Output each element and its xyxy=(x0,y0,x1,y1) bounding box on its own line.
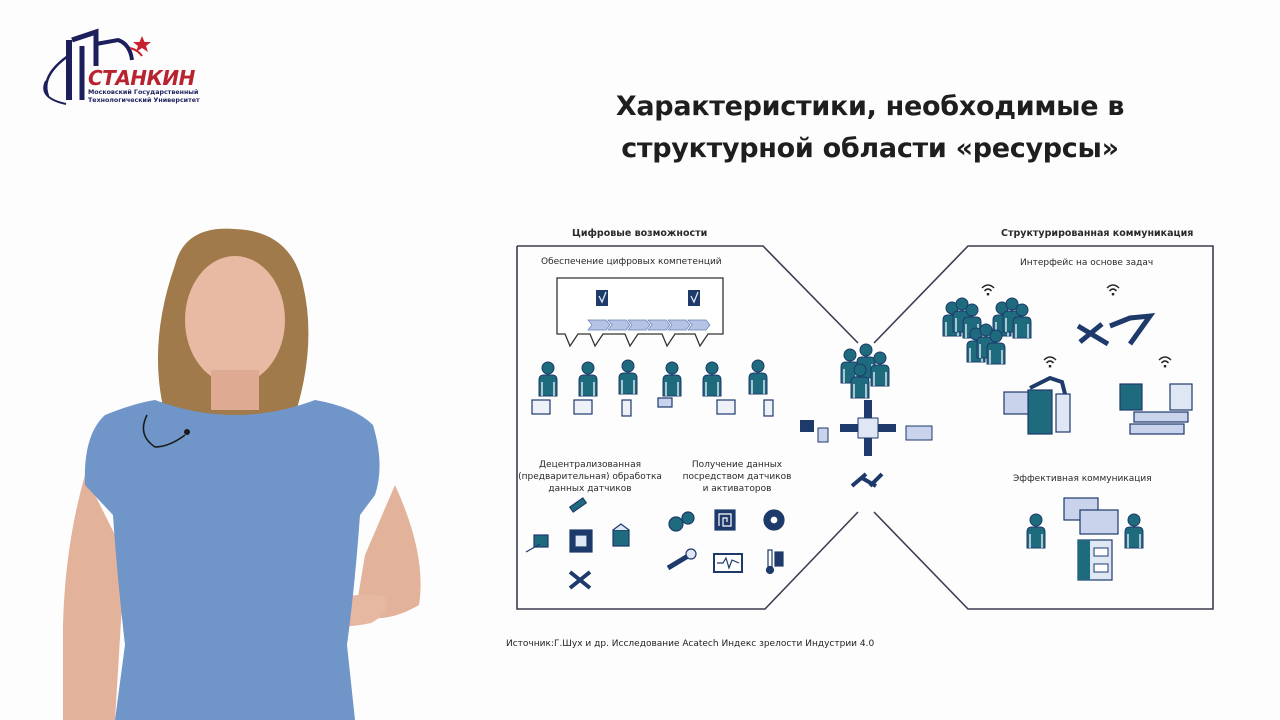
right-section-heading: Структурированная коммуникация xyxy=(1001,228,1194,239)
label-line: данных датчиков xyxy=(548,484,632,494)
label-line: и активаторов xyxy=(702,484,772,494)
label-line: (предварительная) обработка xyxy=(518,472,662,482)
task-interface-label: Интерфейс на основе задач xyxy=(1020,258,1154,268)
label-line: Децентрализованная xyxy=(539,460,641,470)
source-citation: Источник:Г.Шух и др. Исследование Acatec… xyxy=(506,639,875,649)
digital-competence-label: Обеспечение цифровых компетенций xyxy=(541,257,722,267)
slide-title-line2: структурной области «ресурсы» xyxy=(621,133,1119,164)
industry-4-resources-diagram: Цифровые возможности Обеспечение цифровы… xyxy=(510,222,1220,617)
label-line: посредством датчиков xyxy=(682,472,792,482)
presenter-video xyxy=(55,225,435,720)
decentralized-processing-label: Децентрализованная (предварительная) обр… xyxy=(516,459,664,495)
effective-communication-label: Эффективная коммуникация xyxy=(1013,474,1152,484)
label-line: Получение данных xyxy=(691,460,783,470)
document-bag-icon xyxy=(596,290,700,306)
university-logo: СТАНКИН Московский Государственный Техно… xyxy=(38,26,203,116)
left-section-heading: Цифровые возможности xyxy=(572,228,708,239)
slide-title: Характеристики, необходимые в структурно… xyxy=(540,86,1200,170)
slide-title-line1: Характеристики, необходимые в xyxy=(615,91,1125,122)
logo-subtitle-line1: Московский Государственный xyxy=(88,89,199,96)
logo-subtitle-line2: Технологический Университет xyxy=(88,96,200,104)
logo-name: СТАНКИН xyxy=(88,66,195,90)
logo-emblem-icon xyxy=(43,28,151,105)
diagram-frame xyxy=(516,245,1214,610)
presenter-figure xyxy=(63,228,421,720)
sensor-data-label: Получение данных посредством датчиков и … xyxy=(678,459,796,495)
logo-subtitle: Московский Государственный Технологическ… xyxy=(88,89,200,104)
